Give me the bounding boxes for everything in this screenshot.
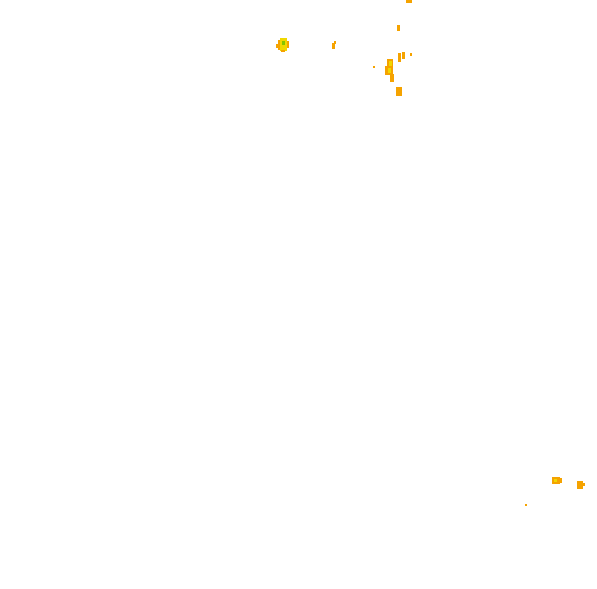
hotspot-cluster-bottom-right — [525, 477, 585, 506]
hotspot-cluster-top-edge — [406, 0, 412, 3]
hotspot-cluster-right — [373, 25, 412, 96]
hotspot-cluster-left — [276, 38, 289, 52]
hotspot-cluster-middle — [332, 41, 336, 49]
